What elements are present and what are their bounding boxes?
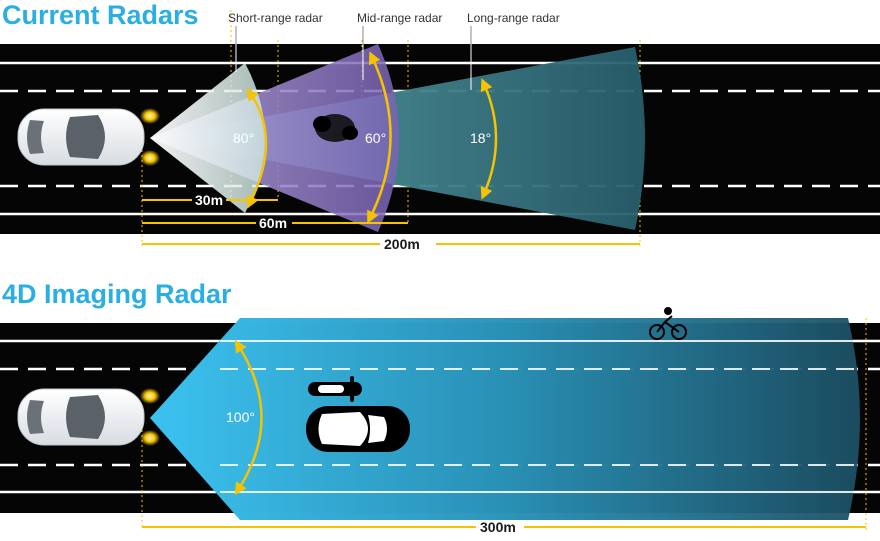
beam-lane-lines <box>220 340 860 493</box>
short-range-angle-label: 80° <box>233 130 254 146</box>
distance-lines-top <box>142 199 640 245</box>
current-radars-title: Current Radars <box>2 0 199 30</box>
short-range-distance: 30m <box>195 192 223 208</box>
long-range-distance: 200m <box>384 236 420 252</box>
mid-range-beam <box>150 44 399 232</box>
headlight-icon <box>140 430 160 446</box>
short-range-angle-arc <box>246 87 268 209</box>
ego-car-bottom <box>17 388 160 446</box>
long-range-radar-label: Long-range radar <box>467 11 560 25</box>
mid-range-angle-label: 60° <box>365 130 386 146</box>
long-range-angle-arc <box>480 78 498 200</box>
mid-range-angle-arc <box>367 51 392 224</box>
range-marker-lines-bottom <box>141 318 867 530</box>
imaging-radar-title: 4D Imaging Radar <box>2 279 232 309</box>
short-range-beam <box>150 63 265 213</box>
ego-car-top <box>17 108 160 166</box>
long-range-angle-label: 18° <box>470 130 491 146</box>
mid-range-distance: 60m <box>259 215 287 231</box>
cyclist-icon <box>649 307 687 340</box>
imaging-radar-beam <box>150 318 860 520</box>
callout-leaders-top <box>235 26 472 44</box>
headlight-icon <box>140 108 160 124</box>
short-range-radar-label: Short-range radar <box>228 11 323 25</box>
imaging-distance: 300m <box>480 519 516 535</box>
mid-range-radar-label: Mid-range radar <box>357 11 442 25</box>
imaging-angle-arc <box>234 339 263 496</box>
headlight-icon <box>140 388 160 404</box>
motorcycle-icon <box>308 376 362 402</box>
headlight-icon <box>140 150 160 166</box>
imaging-angle-label: 100° <box>226 409 255 425</box>
black-car-icon <box>306 406 410 452</box>
blurred-obstacle <box>313 114 358 142</box>
